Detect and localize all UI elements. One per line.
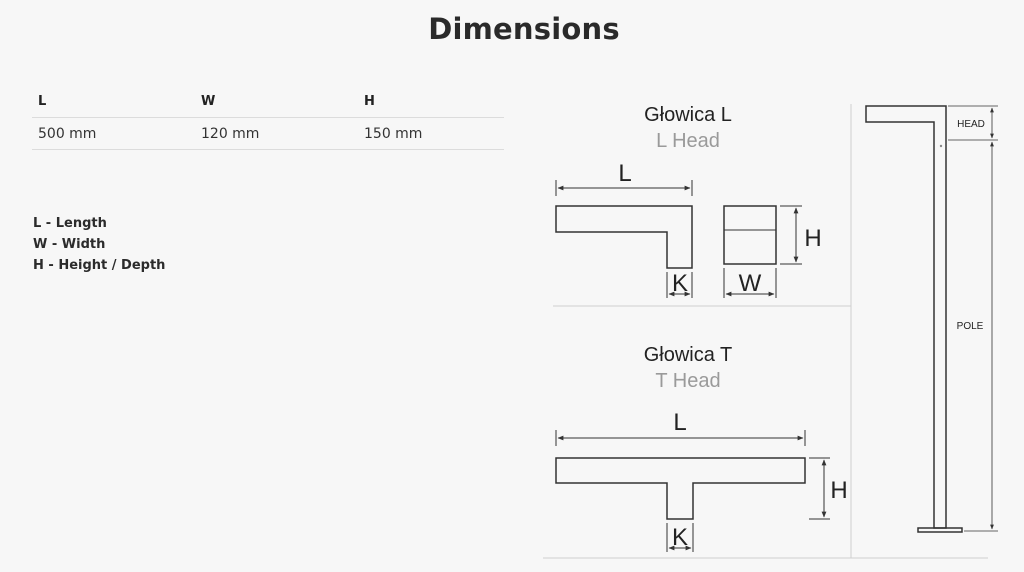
l-head-dimension-h <box>780 205 802 265</box>
l-head-dimension-l <box>555 180 693 196</box>
l-head-label-l: L <box>618 160 631 187</box>
t-head-title-pl: Głowica T <box>644 344 733 366</box>
t-head-dimension-l <box>555 430 806 446</box>
legend-item-length: L - Length <box>33 216 107 231</box>
pole-label-head: HEAD <box>957 119 985 130</box>
page-title: Dimensions <box>428 12 620 46</box>
l-head-label-k: K <box>672 270 688 297</box>
dimensions-table: L W H 500 mm 120 mm 150 mm <box>32 86 504 150</box>
column-header-width: W <box>195 86 358 118</box>
pole-screw-dot <box>939 144 943 148</box>
cell-length-value: 500 mm <box>32 117 195 150</box>
t-head-label-l: L <box>673 409 686 436</box>
column-header-length: L <box>32 86 195 118</box>
l-head-label-h: H <box>804 225 821 252</box>
pole-label-pole: POLE <box>957 321 984 332</box>
pole-dimension-pole <box>964 141 998 532</box>
l-head-dimension-k <box>666 272 693 298</box>
cell-height-value: 150 mm <box>358 117 504 150</box>
l-head-title-pl: Głowica L <box>644 104 732 126</box>
column-header-height: H <box>358 86 504 118</box>
l-head-title-en: L Head <box>656 130 720 152</box>
l-head-shape <box>555 205 777 269</box>
cell-width-value: 120 mm <box>195 117 358 150</box>
t-head-dimension-k <box>666 523 694 552</box>
legend-item-width: W - Width <box>33 237 106 252</box>
table-header-row: L W H <box>32 86 504 118</box>
l-head-label-w: W <box>739 270 762 297</box>
t-head-label-k: K <box>672 524 688 551</box>
t-head-dimension-h <box>809 457 830 520</box>
t-head-title-en: T Head <box>655 370 720 392</box>
legend-item-height: H - Height / Depth <box>33 258 166 273</box>
t-head-shape <box>555 457 806 520</box>
table-row: 500 mm 120 mm 150 mm <box>32 117 504 150</box>
dimension-legend: L - Length W - Width H - Height / Depth <box>33 213 165 276</box>
pole-dimension-head <box>948 105 998 141</box>
l-head-dimension-w <box>723 268 777 298</box>
t-head-label-h: H <box>830 477 847 504</box>
pole-shape <box>865 105 963 533</box>
